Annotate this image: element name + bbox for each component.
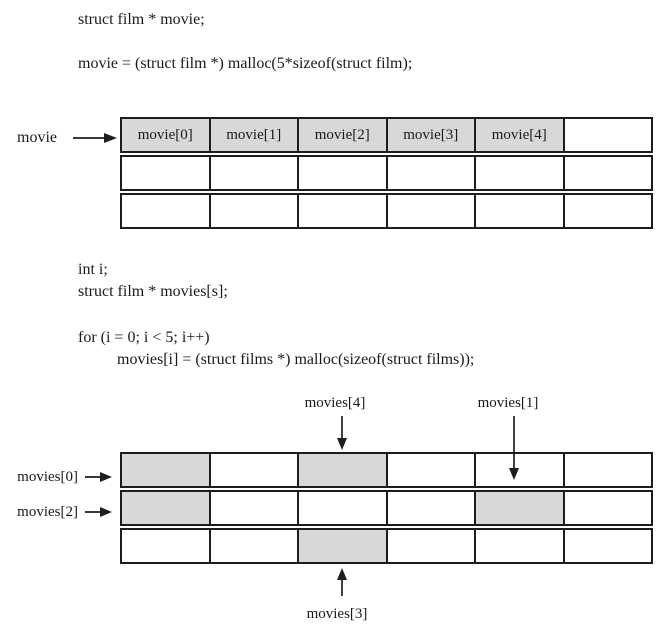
memory-cell: [120, 155, 209, 191]
memory-cell: [562, 155, 653, 191]
movie-arrow: [73, 133, 117, 143]
memory-row: [120, 528, 653, 564]
movies0-arrow: [85, 472, 112, 482]
code-line-struct-film-movie: struct film * movie;: [78, 11, 205, 28]
code-line-int-i: int i;: [78, 261, 108, 278]
memory-cell: [120, 452, 209, 488]
memory-cell-movie[1]: movie[1]: [208, 117, 297, 153]
memory-cell: [385, 155, 474, 191]
memory-cell-movie[3]: movie[3]: [385, 117, 474, 153]
memory-cell: [297, 193, 386, 229]
memory-row: [120, 193, 653, 229]
memory-cell: [297, 490, 386, 526]
movies1-pointer-label: movies[1]: [477, 395, 539, 411]
memory-cell: [297, 528, 386, 564]
memory-cell: [385, 490, 474, 526]
memory-row: [120, 452, 653, 488]
code-line-for-loop: for (i = 0; i < 5; i++): [78, 329, 210, 346]
memory-cell: [562, 528, 653, 564]
memory-cell: [474, 193, 563, 229]
code-line-malloc-movies-i: movies[i] = (struct films *) malloc(size…: [117, 351, 475, 368]
memory-cell: [474, 528, 563, 564]
memory-cell: [120, 490, 209, 526]
memory-cell: [120, 528, 209, 564]
memory-table-movies-heap: [120, 452, 653, 566]
memory-cell: [385, 528, 474, 564]
memory-cell: [474, 155, 563, 191]
memory-cell: [120, 193, 209, 229]
memory-cell: [385, 452, 474, 488]
memory-cell-movie[4]: movie[4]: [474, 117, 563, 153]
memory-cell: [208, 193, 297, 229]
memory-row: movie[0]movie[1]movie[2]movie[3]movie[4]: [120, 117, 653, 153]
code-line-struct-film-movies: struct film * movies[s];: [78, 283, 228, 300]
memory-cell: [385, 193, 474, 229]
memory-cell: [208, 452, 297, 488]
memory-table-movie-array: movie[0]movie[1]movie[2]movie[3]movie[4]: [120, 117, 653, 231]
memory-row: [120, 490, 653, 526]
memory-row: [120, 155, 653, 191]
memory-cell: [562, 193, 653, 229]
movies3-pointer-label: movies[3]: [306, 606, 368, 622]
memory-cell: [562, 490, 653, 526]
memory-cell: [474, 452, 563, 488]
memory-cell: [474, 490, 563, 526]
movies4-pointer-label: movies[4]: [304, 395, 366, 411]
code-line-malloc-movie: movie = (struct film *) malloc(5*sizeof(…: [78, 55, 413, 72]
movie-pointer-label: movie: [17, 129, 57, 146]
movies4-arrow: [337, 416, 347, 450]
movies2-pointer-label: movies[2]: [17, 504, 78, 520]
memory-cell: [208, 490, 297, 526]
memory-cell: [208, 155, 297, 191]
movies3-arrow: [337, 568, 347, 596]
memory-cell: [562, 117, 653, 153]
memory-cell: [297, 452, 386, 488]
movies2-arrow: [85, 507, 112, 517]
memory-cell-movie[0]: movie[0]: [120, 117, 209, 153]
memory-cell: [297, 155, 386, 191]
memory-cell: [562, 452, 653, 488]
memory-cell-movie[2]: movie[2]: [297, 117, 386, 153]
movies0-pointer-label: movies[0]: [17, 469, 78, 485]
memory-cell: [208, 528, 297, 564]
